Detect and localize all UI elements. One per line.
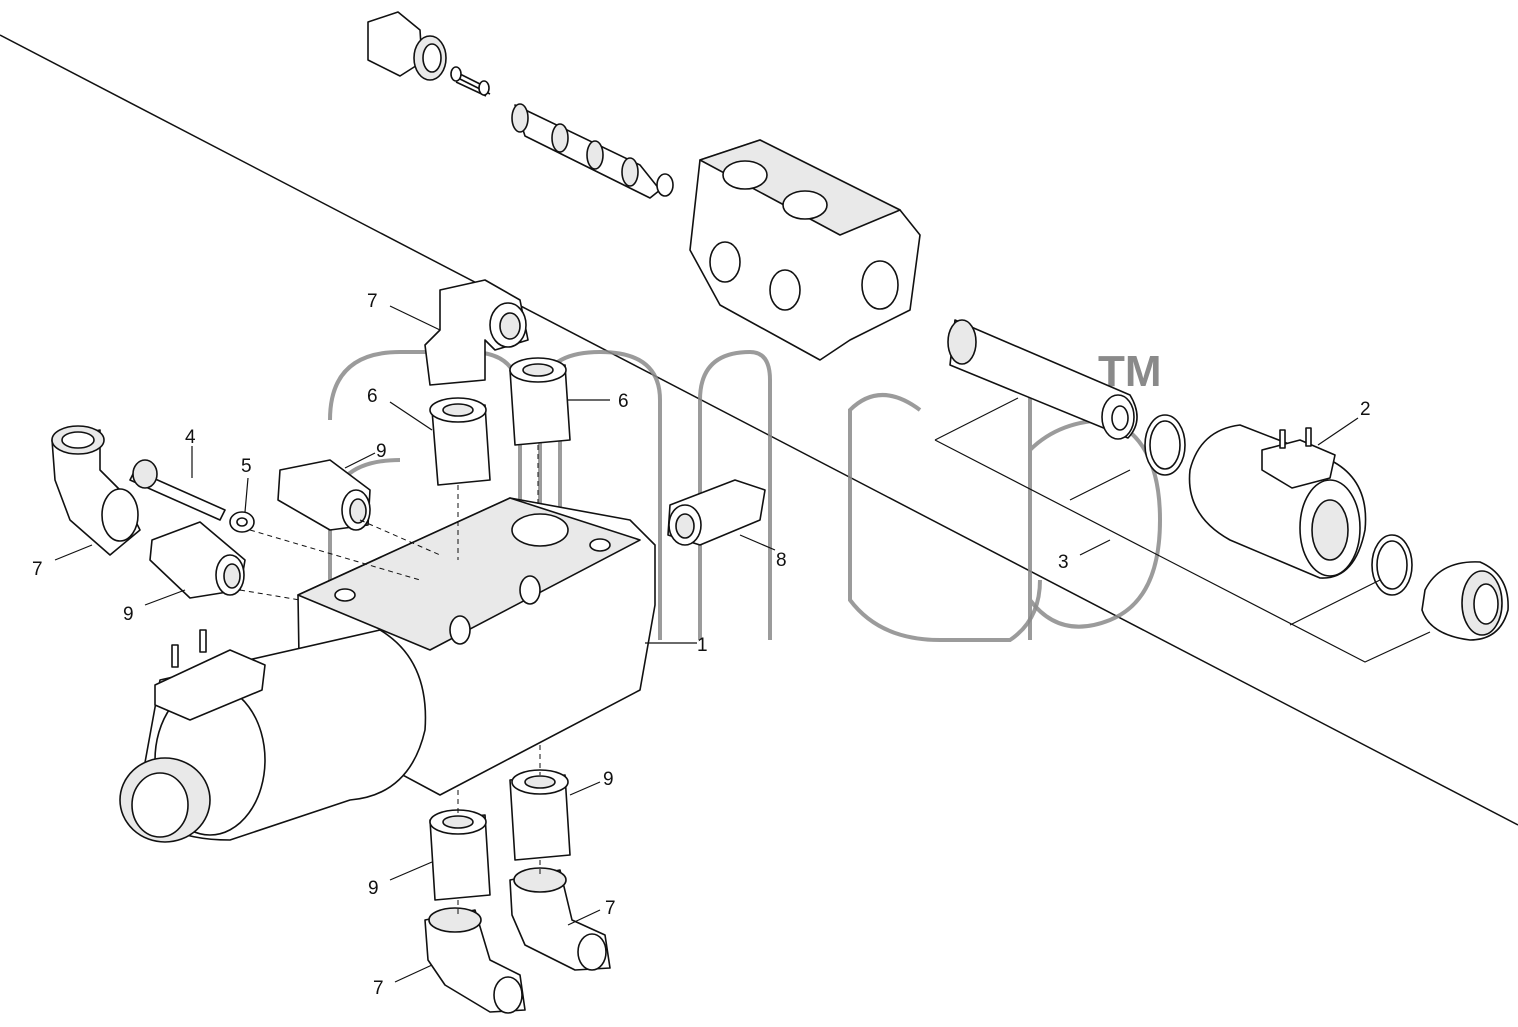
callout-9-bottom-right: 9 [603,769,614,790]
callout-9-bottom-left: 9 [368,878,379,899]
axis-line [0,34,1518,826]
callout-6-right: 6 [618,391,629,412]
nipple-fitting-top-6a [429,397,491,486]
assembly-dashed-lines [239,445,541,915]
callout-1: 1 [697,635,708,656]
nipple-fitting-bottom-right [509,769,571,861]
elbow-fitting-bottom-left [424,907,526,1014]
callout-4: 4 [185,427,196,448]
valve-body-part [689,139,921,361]
callout-3: 3 [1058,552,1069,573]
callout-2: 2 [1360,399,1371,420]
end-cap-part [1421,561,1509,641]
callout-7-left: 7 [32,559,43,580]
callout-9-left: 9 [123,604,134,625]
callout-7-top: 7 [367,291,378,312]
callout-5: 5 [241,456,252,477]
callout-7-bottom-right: 7 [605,898,616,919]
nipple-fitting-left [149,521,246,599]
bracket-3 [934,397,1431,663]
callout-8: 8 [776,550,787,571]
callout-7-bottom-left: 7 [373,978,384,999]
nipple-fitting-top-6b [509,357,571,446]
callout-9-mid: 9 [376,441,387,462]
nipple-fitting-right-8 [667,479,766,546]
spring-part [450,66,491,97]
elbow-fitting-left [51,425,141,556]
leader-lines [54,305,1359,983]
adjust-nut-part [367,11,447,81]
elbow-fitting-bottom-right [509,867,611,971]
nipple-fitting-mid [277,459,371,531]
o-ring-upper-part [1144,414,1186,476]
callout-6-left: 6 [367,386,378,407]
main-valve-assembly [119,497,656,843]
bolt-part [129,459,226,521]
washer-part [229,511,255,533]
spool-part [511,103,674,199]
elbow-fitting-top [424,279,529,386]
nipple-fitting-bottom-left [429,809,491,901]
callout-labels: 7 6 6 4 5 9 7 9 8 1 2 3 9 9 7 7 [32,291,1371,999]
coil-part [1188,424,1367,579]
solenoid-tube-part [947,319,1138,440]
o-ring-lower-part [1371,534,1413,596]
